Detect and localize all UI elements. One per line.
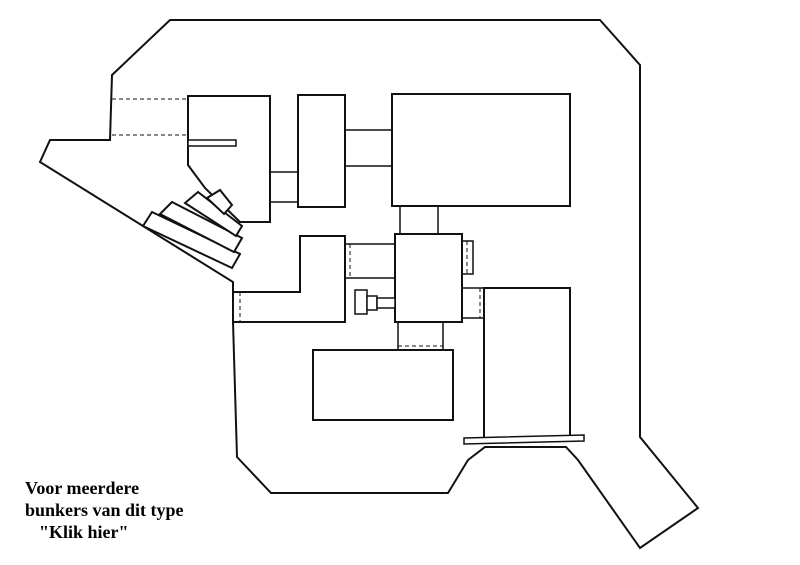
exit-blast-wall (463, 434, 585, 445)
room-large-upper (391, 93, 571, 207)
room-lower-left (232, 235, 346, 323)
entrance-ledge (187, 139, 237, 147)
room-center (394, 233, 463, 323)
room-tall-right (483, 287, 571, 441)
room-lower-center (312, 349, 454, 421)
caption-line-2: bunkers van dit type (25, 500, 184, 520)
outer-wall (38, 19, 700, 550)
caption: Voor meerdere bunkers van dit type "Klik… (25, 477, 245, 543)
caption-line-1: Voor meerdere (25, 478, 140, 498)
mechanism (354, 289, 396, 315)
room-middle-top (297, 94, 346, 208)
click-here-link[interactable]: "Klik hier" (39, 522, 129, 542)
entrance-room (187, 95, 271, 223)
embrasure (141, 188, 244, 270)
